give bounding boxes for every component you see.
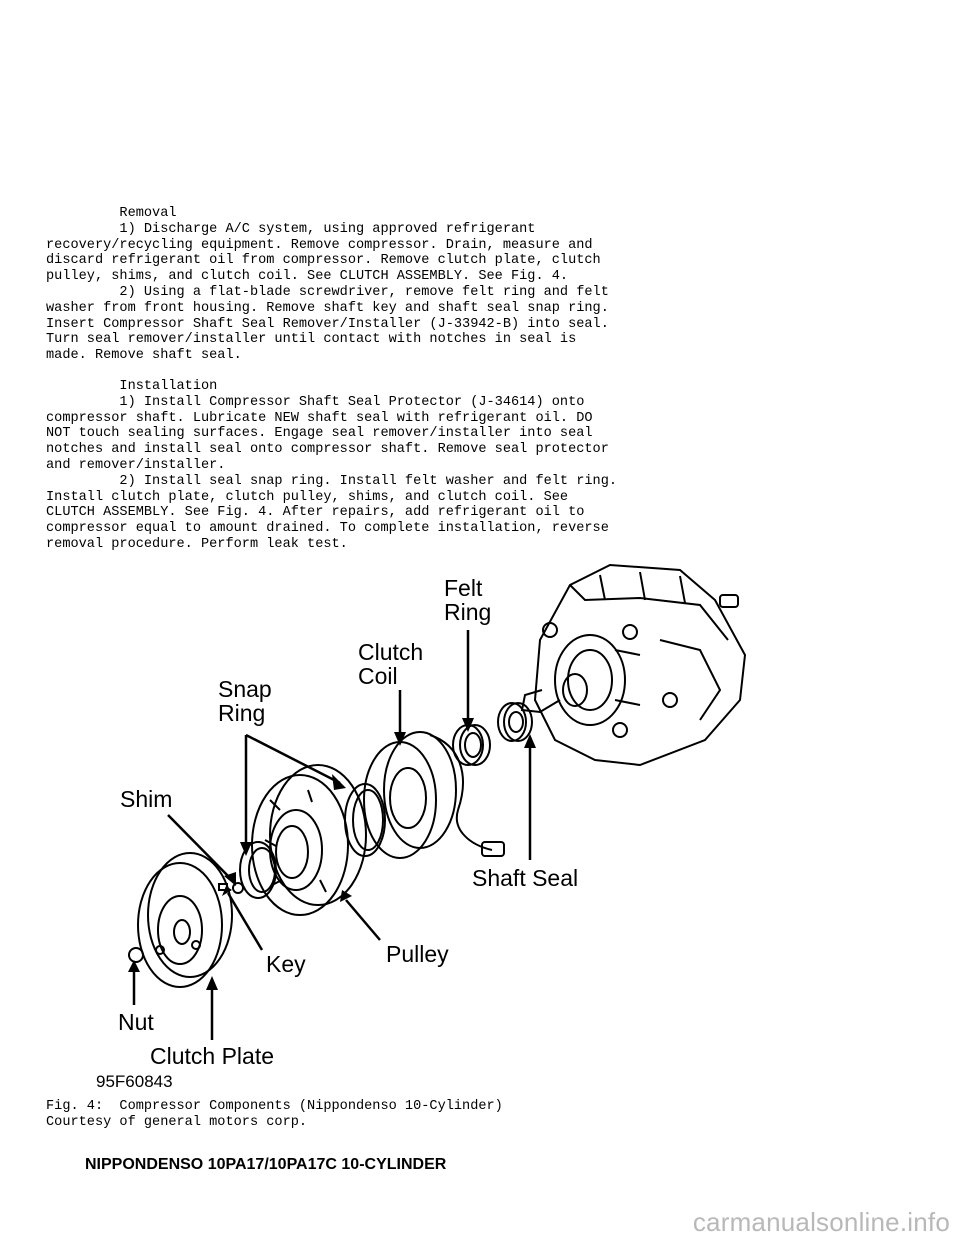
arrow-heads (128, 718, 536, 990)
installation-step-1: 1) Install Compressor Shaft Seal Protect… (46, 394, 609, 473)
leader-lines (132, 630, 532, 1040)
clutch-coil-illustration (363, 731, 505, 859)
leader-snap-ring-a (245, 733, 341, 785)
label-nut: Nut (118, 1009, 154, 1035)
small-snap-ring-illustration (239, 841, 277, 899)
watermark: carmanualsonline.info (692, 1207, 950, 1237)
section-title: NIPPONDENSO 10PA17/10PA17C 10-CYLINDER (85, 1156, 447, 1173)
removal-step-1: 1) Discharge A/C system, using approved … (46, 221, 601, 285)
compressor-body-illustration (520, 563, 747, 767)
label-clutch-plate: Clutch Plate (150, 1043, 275, 1069)
leader-pulley (345, 899, 381, 941)
installation-section: Installation 1) Install Compressor Shaft… (46, 379, 617, 553)
figure-caption: Fig. 4: Compressor Components (Nipponden… (46, 1099, 503, 1131)
label-clutch-coil: Clutch Coil (358, 639, 424, 689)
installation-step-2: 2) Install seal snap ring. Install felt … (46, 473, 618, 552)
caption-courtesy: Courtesy of general motors corp. (46, 1114, 308, 1130)
label-shim: Shim (120, 786, 173, 812)
figure-id: 95F60843 (96, 1072, 173, 1091)
label-pulley: Pulley (386, 941, 449, 967)
nut-illustration (128, 947, 144, 963)
removal-step-2: 2) Using a flat-blade screwdriver, remov… (46, 284, 609, 364)
removal-heading: Removal (119, 206, 177, 221)
label-felt-ring: Felt Ring (444, 575, 492, 625)
caption-title: Fig. 4: Compressor Components (Nipponden… (46, 1099, 503, 1114)
label-key: Key (266, 951, 306, 977)
removal-section: Removal 1) Discharge A/C system, using a… (46, 206, 609, 364)
clutch-plate-illustration (137, 852, 233, 988)
leader-shim (167, 814, 233, 881)
installation-heading: Installation (119, 379, 218, 394)
shaft-seal-illustration (497, 702, 533, 742)
label-shaft-seal: Shaft Seal (472, 865, 579, 891)
leader-key (226, 892, 264, 951)
shim-illustration (232, 882, 244, 894)
label-snap-ring: Snap Ring (218, 676, 272, 726)
